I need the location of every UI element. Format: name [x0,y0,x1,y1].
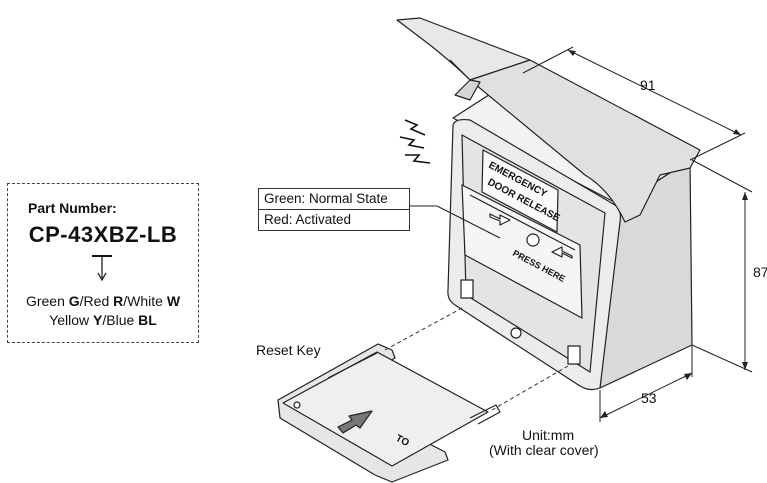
down-arrow-icon [92,255,112,282]
color-code: BL [138,312,157,328]
color-code: G [68,293,80,309]
logo-mark [510,327,522,339]
sound-waves-icon [399,119,431,164]
left-arrow-icon [551,246,573,259]
center-button [526,233,540,247]
led-state-green: Green: Normal State [264,191,388,206]
dimension-height: 87 [753,264,767,280]
part-number-label: Part Number: [28,200,117,216]
color-options-line-1: Green G/Red R/White W [25,293,181,309]
dimension-width: 91 [640,77,656,93]
color-name: Blue [106,312,139,328]
reset-key-arrow-icon [337,410,373,434]
key-slot-left [460,279,474,299]
color-options-line-2: Yellow Y/Blue BL [49,312,157,328]
color-name: Green [25,293,69,309]
unit-line2: (With clear cover) [489,442,599,458]
color-name: Red [83,293,114,309]
color-name: White [127,293,167,309]
color-code: W [166,293,181,309]
part-number-box: Part Number: CP-43XBZ-LB Green G/Red R/W… [7,183,199,343]
color-code: Y [93,312,103,328]
led-state-red: Red: Activated [259,209,409,230]
label-panel [481,149,559,233]
part-number-value: CP-43XBZ-LB [28,222,178,247]
reset-key [277,343,501,483]
right-arrow-icon [489,213,511,226]
unit-line1: Unit:mm [522,427,575,443]
color-name: Yellow [49,312,94,328]
color-code: R [113,293,124,309]
color-options: Green G/Red R/White W Yellow Y/Blue BL [8,292,198,330]
key-slot-right [567,345,581,365]
dimension-depth: 53 [641,390,657,406]
led-state-box: Green: Normal State Red: Activated [258,188,410,231]
reset-key-label: Reset Key [256,342,321,358]
